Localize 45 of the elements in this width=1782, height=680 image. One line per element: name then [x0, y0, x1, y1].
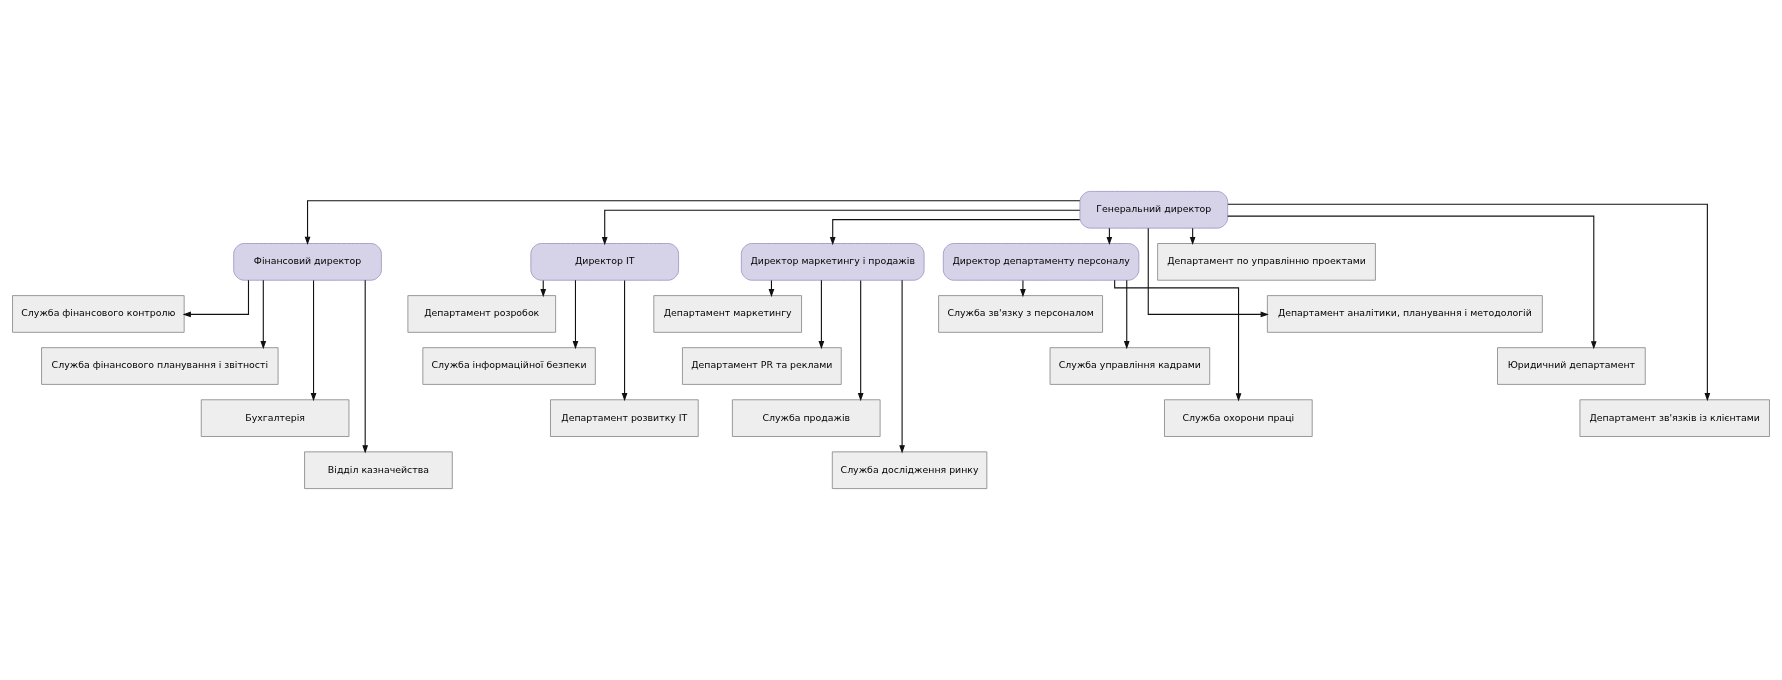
arrow — [1227, 215, 1597, 350]
arrow — [362, 279, 369, 454]
node-box: Генеральний директор — [1079, 191, 1229, 229]
node-box: Департамент розвитку IT — [550, 399, 699, 437]
node-box: Служба продажів — [731, 399, 881, 437]
arrow — [621, 279, 628, 402]
node-box: Директор IT — [530, 243, 679, 281]
node-box: Директор маркетингу і продажів — [740, 243, 925, 281]
arrow — [572, 279, 579, 350]
node-box: Фінансовий директор — [233, 243, 382, 281]
node-box: Служба фінансового контролю — [12, 295, 185, 333]
node-box: Служба фінансового планування і звітності — [41, 347, 279, 385]
node-box: Служба управління кадрами — [1049, 347, 1211, 385]
arrow — [768, 279, 775, 298]
node-box: Відділ казначейства — [304, 451, 453, 489]
arrow — [601, 209, 1081, 246]
arrow — [1123, 279, 1130, 350]
node-box: Департамент маркетингу — [653, 295, 802, 333]
node-box: Служба охорони праці — [1164, 399, 1313, 437]
arrow — [304, 200, 1081, 245]
arrow — [1020, 279, 1026, 298]
arrow — [1227, 203, 1711, 402]
node-box: Служба зв'язку з персоналом — [938, 295, 1103, 333]
node-box: Департамент зв'язків із клієнтами — [1579, 399, 1770, 437]
node-box: Служба інформаційної безпеки — [422, 347, 596, 385]
node-box: Юридичний департамент — [1497, 347, 1646, 385]
arrow — [857, 279, 864, 402]
node-box: Директор департаменту персоналу — [942, 243, 1140, 281]
arrow — [829, 219, 1081, 246]
node-box: Департамент PR та реклами — [682, 347, 842, 385]
node-box: Служба дослідження ринку — [831, 451, 988, 489]
node-box: Департамент аналітики, планування і методологій — [1266, 295, 1543, 333]
arrow — [260, 279, 267, 350]
arrow — [1147, 227, 1269, 318]
arrow — [818, 279, 825, 350]
arrow — [182, 279, 250, 318]
arrow — [1106, 227, 1113, 246]
node-box: Департамент розробок — [407, 295, 557, 333]
arrow — [899, 279, 905, 454]
arrow — [1189, 227, 1196, 246]
node-box: Департамент по управлінню проектами — [1157, 243, 1376, 281]
node-box: Бухгалтерія — [200, 399, 350, 437]
arrow — [1114, 279, 1242, 402]
arrow — [540, 279, 547, 298]
arrow — [310, 279, 317, 402]
